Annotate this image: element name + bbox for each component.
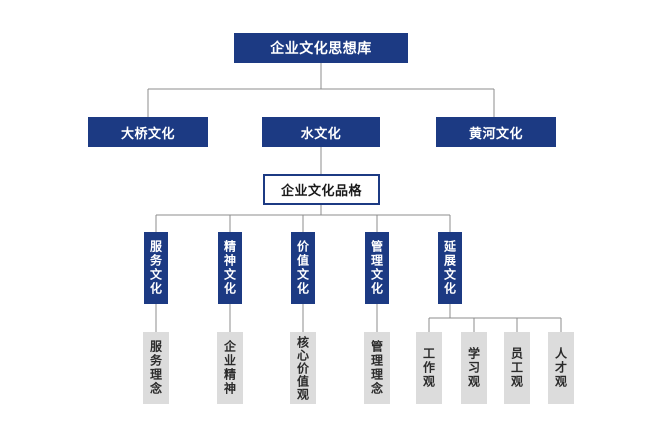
level3-node-management-philosophy: 管理理念	[364, 332, 390, 404]
level1-node-yellow-river-culture: 黄河文化	[436, 117, 556, 147]
extension-node-talent-view: 人才观	[548, 332, 574, 404]
level2-node-extension-culture: 延展文化	[438, 232, 462, 304]
extension-node-learning-view: 学习观	[461, 332, 487, 404]
level2-node-service-culture: 服务文化	[144, 232, 168, 304]
level2-node-value-culture: 价值文化	[291, 232, 315, 304]
level1-node-bridge-culture: 大桥文化	[88, 117, 208, 147]
level3-node-enterprise-spirit: 企业精神	[217, 332, 243, 404]
level3-node-core-values: 核心价值观	[290, 332, 316, 404]
extension-node-work-view: 工作观	[416, 332, 442, 404]
level2-node-management-culture: 管理文化	[365, 232, 389, 304]
level2-node-spirit-culture: 精神文化	[218, 232, 242, 304]
level3-node-service-philosophy: 服务理念	[143, 332, 169, 404]
extension-node-employee-view: 员工观	[504, 332, 530, 404]
level1-node-water-culture: 水文化	[262, 117, 380, 147]
root-node: 企业文化思想库	[234, 33, 408, 63]
character-node: 企业文化品格	[263, 174, 380, 205]
